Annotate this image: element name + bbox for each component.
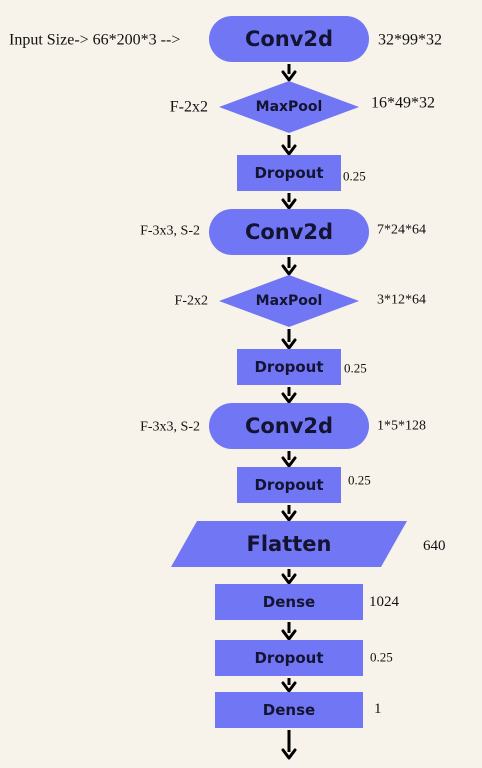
flow-arrow-3 (281, 193, 297, 210)
dropout-4-node: Dropout 0.25 (215, 640, 393, 676)
dropout-3-node: Dropout 0.25 (237, 467, 371, 503)
dense-1-output-note: 1024 (369, 594, 400, 610)
dropout-3-output-note: 0.25 (348, 473, 371, 488)
flow-arrow-6 (281, 387, 297, 404)
maxpool-1-output-note: 16*49*32 (371, 95, 435, 112)
maxpool-1-node: MaxPool F-2x2 16*49*32 (170, 81, 435, 133)
dense-2-shape (215, 692, 363, 728)
conv2d-2-output-note: 7*24*64 (377, 223, 426, 238)
conv2d-2-label: Conv2d (245, 220, 333, 244)
dropout-3-label: Dropout (254, 476, 323, 494)
dropout-1-label: Dropout (254, 164, 323, 182)
dense-1-label: Dense (263, 593, 315, 611)
flow-arrow-8 (281, 505, 297, 522)
flatten-node: Flatten 640 (171, 521, 446, 567)
flow-arrow-7 (281, 451, 297, 468)
dropout-2-label: Dropout (254, 358, 323, 376)
flatten-label: Flatten (247, 532, 332, 556)
dense-2-node: Dense 1 (215, 692, 382, 728)
dropout-1-output-note: 0.25 (343, 169, 366, 184)
conv2d-3-node: Conv2d F-3x3, S-2 1*5*128 (140, 403, 426, 449)
flow-arrow-5 (281, 329, 297, 350)
flow-arrow-1 (281, 64, 297, 82)
conv2d-2-shape (209, 209, 369, 255)
flow-arrow-2 (281, 135, 297, 156)
dropout-4-output-note: 0.25 (370, 650, 393, 665)
dropout-2-output-note: 0.25 (344, 361, 367, 376)
maxpool-2-filter-note: F-2x2 (175, 294, 208, 309)
maxpool-2-output-note: 3*12*64 (377, 293, 426, 308)
dropout-1-node: Dropout 0.25 (237, 155, 366, 191)
dropout-2-shape (237, 349, 341, 385)
flow-arrow-10 (281, 622, 297, 641)
conv2d-3-label: Conv2d (245, 414, 333, 438)
flow-arrow-9 (281, 569, 297, 585)
maxpool-1-shape (219, 81, 359, 133)
dropout-1-shape (237, 155, 341, 191)
dropout-4-shape (215, 640, 363, 676)
conv2d-3-output-note: 1*5*128 (377, 419, 426, 434)
dense-2-output-note: 1 (374, 701, 382, 717)
dense-1-shape (215, 584, 363, 620)
maxpool-1-label: MaxPool (256, 99, 323, 115)
conv2d-1-node: Conv2d 32*99*32 (209, 16, 442, 62)
conv2d-2-node: Conv2d F-3x3, S-2 7*24*64 (140, 209, 426, 255)
dropout-3-shape (237, 467, 341, 503)
flow-arrow-4 (281, 257, 297, 276)
conv2d-3-filter-note: F-3x3, S-2 (140, 420, 200, 435)
flow-arrow-11 (281, 678, 297, 693)
maxpool-1-filter-note: F-2x2 (170, 99, 208, 116)
input-size-label: Input Size-> 66*200*3 --> (9, 32, 180, 49)
maxpool-2-node: MaxPool F-2x2 3*12*64 (175, 275, 426, 327)
flatten-shape (171, 521, 407, 567)
conv2d-1-shape (209, 16, 369, 62)
maxpool-2-label: MaxPool (256, 293, 323, 309)
maxpool-2-shape (219, 275, 359, 327)
dropout-2-node: Dropout 0.25 (237, 349, 367, 385)
conv2d-1-label: Conv2d (245, 27, 333, 51)
dense-2-label: Dense (263, 701, 315, 719)
dropout-4-label: Dropout (254, 649, 323, 667)
output-arrow (281, 730, 297, 760)
conv2d-1-output-note: 32*99*32 (378, 32, 442, 49)
conv2d-2-filter-note: F-3x3, S-2 (140, 224, 200, 239)
conv2d-3-shape (209, 403, 369, 449)
flatten-output-note: 640 (423, 538, 446, 554)
dense-1-node: Dense 1024 (215, 584, 400, 620)
